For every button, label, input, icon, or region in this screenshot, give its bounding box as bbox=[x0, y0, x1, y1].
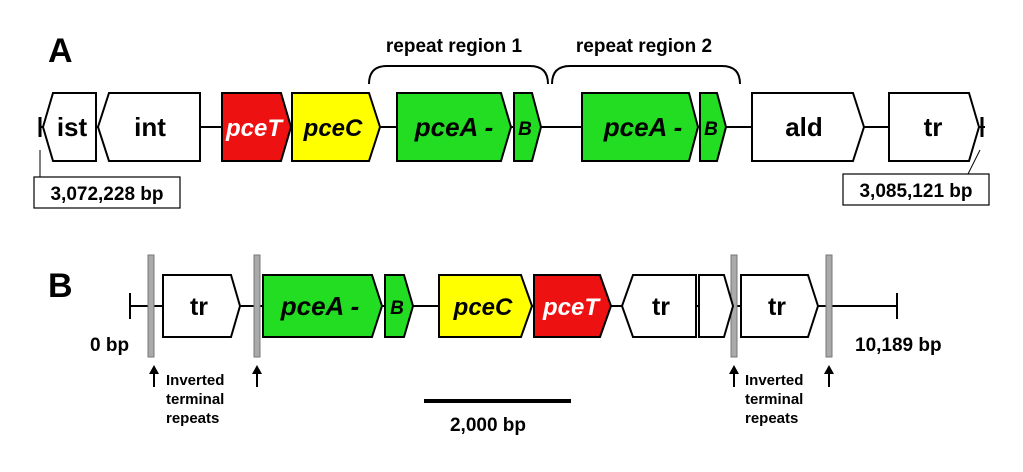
gene-ald-label: ald bbox=[785, 112, 823, 142]
gene-ist-arrow bbox=[41, 92, 97, 162]
gene-pceT-label: pceT bbox=[225, 115, 284, 142]
itr-bar-2 bbox=[253, 254, 261, 358]
gene-pceA-2: pceA - bbox=[581, 92, 700, 162]
gene-tr-b2-arrow bbox=[620, 274, 697, 338]
gene-pceB-b: B bbox=[384, 274, 415, 338]
itr-left-line-2: terminal bbox=[166, 391, 224, 408]
gene-pceB-1-label: B bbox=[518, 119, 532, 140]
gene-pceB-b-label: B bbox=[390, 298, 404, 319]
itr-arrow-2 bbox=[252, 365, 262, 387]
gene-tr-b1: tr bbox=[162, 274, 242, 338]
gene-pceB-2: B bbox=[699, 92, 728, 162]
gene-pceA-1-arrow bbox=[396, 92, 513, 162]
gene-tr-b2: tr bbox=[620, 274, 697, 338]
gene-int-arrow bbox=[96, 92, 201, 162]
gene-pceB-b-arrow bbox=[384, 274, 415, 338]
gene-pceA-1-label: pceA - bbox=[414, 112, 494, 142]
gene-pceC-b-arrow bbox=[438, 274, 534, 338]
gene-pceA-2-label: pceA - bbox=[603, 112, 683, 142]
gene-ald-arrow bbox=[751, 92, 866, 162]
itr-arrow-3 bbox=[729, 365, 739, 387]
repeat-region-2-brace bbox=[551, 65, 741, 85]
gene-pceT: pceT bbox=[221, 92, 293, 162]
gene-pceC-label: pceC bbox=[303, 115, 363, 142]
repeat-region-1-label: repeat region 1 bbox=[386, 36, 523, 57]
gene-pceC: pceC bbox=[291, 92, 382, 162]
itr-right-line-1: Inverted bbox=[745, 372, 803, 389]
right-coordinate-label: 3,085,121 bp bbox=[859, 181, 972, 202]
right-coordinate-box bbox=[842, 173, 990, 206]
gene-tr-b3-arrow bbox=[740, 274, 820, 338]
gene-ist-label: ist bbox=[57, 112, 88, 142]
gene-pceC-b-label: pceC bbox=[453, 294, 513, 321]
gene-pceC-arrow bbox=[291, 92, 382, 162]
panel-b-start-label: 0 bp bbox=[90, 335, 129, 356]
gene-pceT-b-label: pceT bbox=[542, 294, 601, 321]
gene-tr-b1-arrow bbox=[162, 274, 242, 338]
gene-tr-a-arrow bbox=[888, 92, 981, 162]
itr-arrow-4 bbox=[824, 365, 834, 387]
gene-tr-b1-label: tr bbox=[190, 293, 208, 321]
panel-a-label: A bbox=[48, 32, 73, 70]
repeat-region-2-label: repeat region 2 bbox=[576, 36, 712, 57]
itr-left-line-1: Inverted bbox=[166, 372, 224, 389]
scale-bar-label: 2,000 bp bbox=[450, 415, 526, 436]
gene-pceB-1: B bbox=[513, 92, 543, 162]
gene-pceA-2-arrow bbox=[581, 92, 700, 162]
itr-left-line-3: repeats bbox=[166, 410, 219, 427]
gene-int-label: int bbox=[134, 112, 166, 142]
left-coordinate-box bbox=[33, 176, 181, 209]
gene-pceC-b: pceC bbox=[438, 274, 534, 338]
gene-unlabeled-b bbox=[698, 274, 735, 338]
itr-arrow-1 bbox=[149, 365, 159, 387]
itr-right-line-2: terminal bbox=[745, 391, 803, 408]
gene-tr-b3: tr bbox=[740, 274, 820, 338]
gene-int: int bbox=[96, 92, 201, 162]
gene-tr-a: tr bbox=[888, 92, 981, 162]
gene-pceA-1: pceA - bbox=[396, 92, 513, 162]
itr-right-line-3: repeats bbox=[745, 410, 798, 427]
repeat-region-1-brace bbox=[368, 65, 549, 85]
right-coordinate-leader bbox=[967, 149, 981, 175]
gene-unlabeled-b-arrow bbox=[698, 274, 735, 338]
gene-tr-a-label: tr bbox=[924, 112, 943, 142]
gene-pceB-2-label: B bbox=[704, 119, 718, 140]
gene-pceT-b: pceT bbox=[533, 274, 613, 338]
gene-pceA-b-label: pceA - bbox=[280, 291, 360, 321]
gene-pceT-arrow bbox=[221, 92, 293, 162]
gene-pceT-b-arrow bbox=[533, 274, 613, 338]
gene-pceA-b-arrow bbox=[262, 274, 384, 338]
gene-tr-b2-label: tr bbox=[652, 293, 670, 321]
itr-bar-1 bbox=[147, 254, 155, 358]
left-coordinate-label: 3,072,228 bp bbox=[50, 184, 163, 205]
gene-pceB-1-arrow bbox=[513, 92, 543, 162]
gene-pceB-2-arrow bbox=[699, 92, 728, 162]
itr-bar-4 bbox=[825, 254, 833, 358]
panel-b-label: B bbox=[48, 267, 73, 305]
gene-tr-b3-label: tr bbox=[768, 293, 786, 321]
panel-b-end-label: 10,189 bp bbox=[855, 335, 942, 356]
gene-pceA-b: pceA - bbox=[262, 274, 384, 338]
gene-ald: ald bbox=[751, 92, 866, 162]
gene-ist: ist bbox=[41, 92, 97, 162]
